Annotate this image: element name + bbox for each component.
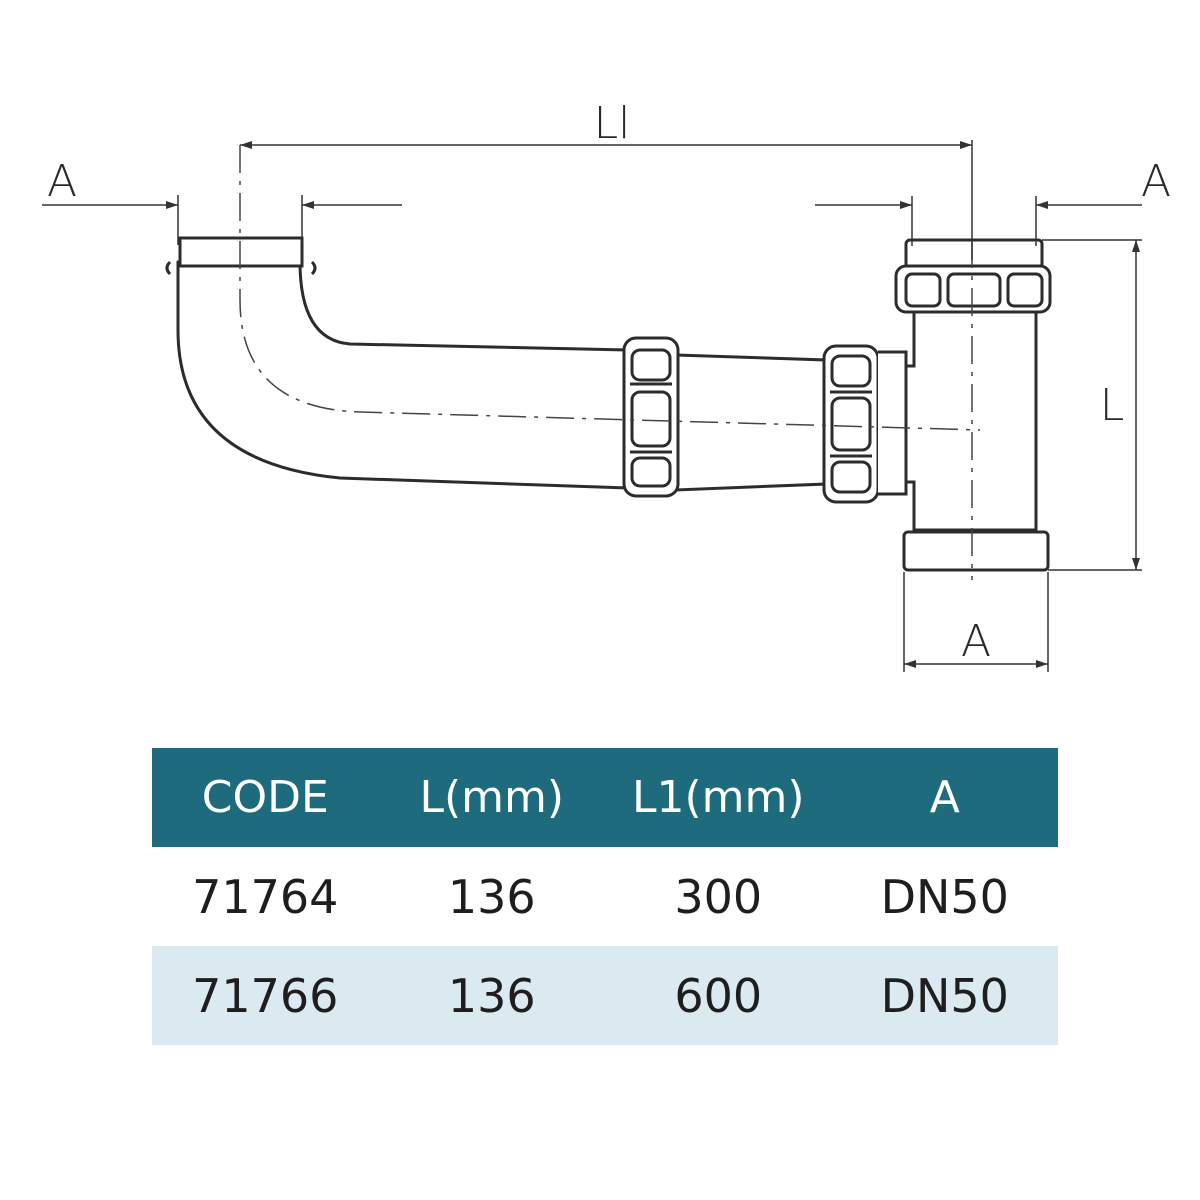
dimension-a-right bbox=[815, 196, 1142, 246]
table-row: 71766 136 600 DN50 bbox=[152, 946, 1058, 1045]
dimension-a-bottom bbox=[903, 572, 1049, 672]
dimension-a-right-label: A bbox=[1141, 156, 1171, 207]
union-nut-1 bbox=[622, 336, 680, 498]
header-l: L(mm) bbox=[378, 748, 605, 847]
cell-l: 136 bbox=[447, 869, 536, 924]
spec-table: CODE L(mm) L1(mm) A 71764 136 300 DN50 7… bbox=[152, 748, 1058, 1045]
cell-code: 71764 bbox=[192, 869, 339, 924]
dimension-a-left bbox=[42, 195, 402, 245]
cell-l: 136 bbox=[378, 946, 605, 1045]
dimension-l-label: L bbox=[1100, 380, 1125, 431]
cell-a: DN50 bbox=[831, 946, 1058, 1045]
bent-pipe bbox=[176, 260, 630, 490]
tee-bottom-socket bbox=[902, 530, 1050, 572]
header-a: A bbox=[831, 748, 1058, 847]
dimension-a-bottom-label: A bbox=[961, 616, 991, 667]
cell-a: DN50 bbox=[880, 869, 1009, 924]
dimension-a-left-label: A bbox=[47, 156, 77, 207]
left-socket bbox=[165, 236, 317, 276]
pipe-technical-drawing: Ll A A L A bbox=[42, 98, 1171, 672]
table-row: 71764 136 300 DN50 bbox=[152, 847, 1058, 946]
tee-body bbox=[904, 308, 1038, 532]
table-header-row: CODE L(mm) L1(mm) A bbox=[152, 748, 1058, 847]
dimension-l1 bbox=[240, 140, 973, 260]
cell-l1: 300 bbox=[674, 869, 763, 924]
union-nut-2 bbox=[822, 344, 908, 504]
cell-code: 71766 bbox=[152, 946, 379, 1045]
header-l1: L1(mm) bbox=[605, 748, 832, 847]
center-lines bbox=[239, 145, 981, 580]
cell-l1: 600 bbox=[605, 946, 832, 1045]
header-code: CODE bbox=[152, 748, 379, 847]
dimension-l bbox=[1042, 239, 1142, 571]
dimension-l1-label: Ll bbox=[594, 98, 631, 149]
tee-top-nut bbox=[894, 238, 1052, 314]
